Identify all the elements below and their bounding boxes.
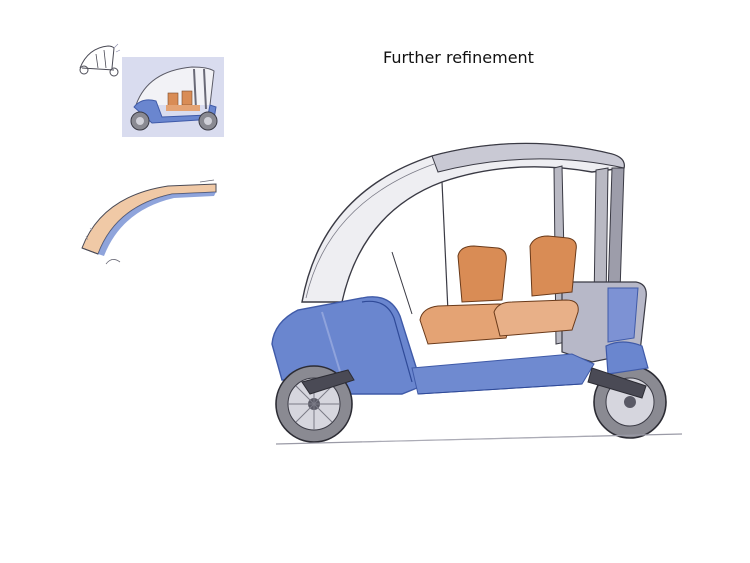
vehicle-sketch-thumbnail-icon	[74, 42, 122, 82]
vehicle-color-thumbnail-icon	[122, 57, 224, 137]
slide-title: Further refinement	[383, 48, 534, 67]
roof-panel-detail-icon	[76, 176, 224, 272]
three-wheel-vehicle-sketch-icon	[262, 132, 690, 450]
